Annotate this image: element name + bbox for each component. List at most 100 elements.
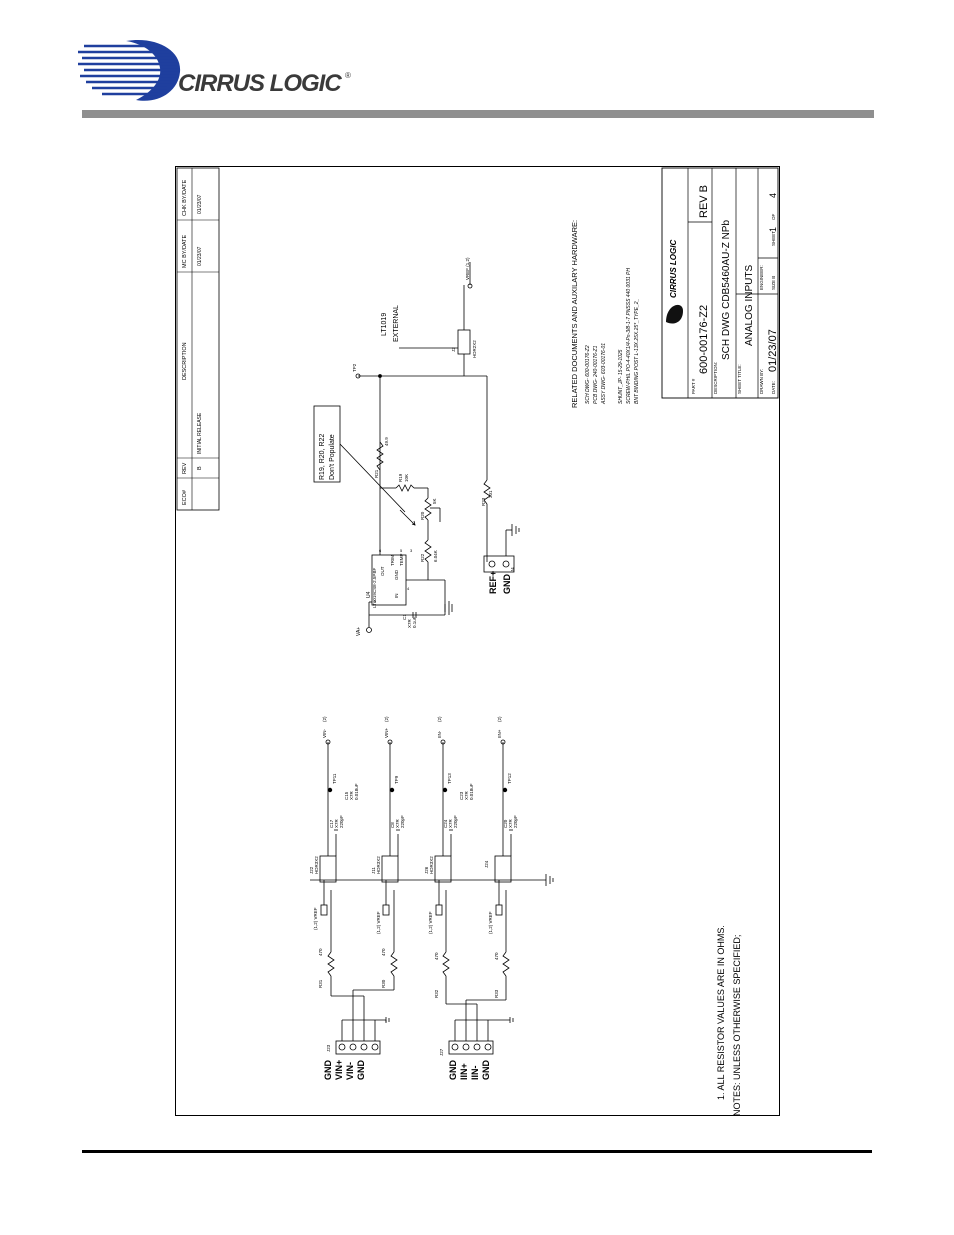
title-block-brand: CIRRUS LOGIC bbox=[669, 240, 678, 298]
vin-plus-ref: (2) bbox=[384, 716, 389, 722]
r30-label: R30 bbox=[381, 979, 386, 988]
logo-wordmark: CIRRUS LOGIC bbox=[178, 70, 342, 97]
c23-value: 0.018uF bbox=[469, 783, 474, 800]
j27-label-iinm: IIN- bbox=[470, 1065, 480, 1080]
sheet-title: ANALOG INPUTS bbox=[744, 265, 755, 346]
description-label: DESCRIPTION: bbox=[713, 362, 718, 394]
drawn-by-label: DRAWN BY: bbox=[759, 369, 764, 394]
c24-type: X7R bbox=[448, 818, 453, 828]
j27-connector bbox=[448, 1040, 494, 1055]
u4-pin-gnd: GND bbox=[394, 569, 399, 580]
tp9-label: TP9 bbox=[394, 775, 399, 784]
j27-label-gnd: GND bbox=[448, 1060, 458, 1081]
c24-label: C24 bbox=[443, 819, 448, 828]
r23-label: R23 bbox=[481, 497, 486, 506]
c23-label: C23 bbox=[459, 791, 464, 800]
j26-label: J26 bbox=[424, 866, 429, 874]
j22-header bbox=[319, 855, 337, 883]
j26-type: HDR3X2 bbox=[429, 856, 434, 874]
sheet-label: SHEET bbox=[771, 231, 776, 246]
voltage-reference-circuit bbox=[313, 262, 520, 633]
part-number: 600-00176-Z2 bbox=[698, 305, 710, 374]
j2-label: J2 bbox=[451, 347, 456, 352]
external-label: EXTERNAL bbox=[393, 305, 400, 342]
vin-plus-out: VIN+ bbox=[384, 727, 389, 738]
rev-chk-date: 01/23/07 bbox=[197, 194, 203, 214]
c15-value: 0.018uF bbox=[354, 783, 359, 800]
c8-value: 220pF bbox=[400, 815, 405, 828]
j11-type: HDR3X2 bbox=[376, 856, 381, 874]
j2-type: HDR2X2 bbox=[472, 340, 477, 358]
input-labels: GND VIN+ VIN- GND J23 GND IIN+ IIN- GND … bbox=[309, 716, 518, 1080]
j24-label: J24 bbox=[484, 860, 489, 868]
related-doc-line: SHUNT_JP- 15-29-1025 bbox=[618, 349, 624, 404]
va-terminal bbox=[366, 627, 372, 633]
j24-header bbox=[494, 855, 512, 883]
lt1019-label: LT1019 bbox=[381, 313, 388, 336]
related-doc-line: PCB DWG- 240-00176-Z1 bbox=[593, 345, 599, 404]
c17-label: C17 bbox=[329, 819, 334, 828]
tp2-point bbox=[355, 373, 361, 379]
j26-header bbox=[434, 855, 452, 883]
rev-header-chk: CHK BY/DATE bbox=[182, 179, 188, 216]
rev-value: B bbox=[197, 466, 203, 470]
tp2-label: TP2 bbox=[352, 363, 357, 372]
ref-plus-label: REF+ bbox=[488, 571, 498, 594]
iin-minus-out: IIN- bbox=[437, 730, 442, 738]
vref-label: (1,2) VREF bbox=[376, 911, 381, 934]
c17-type: X7R bbox=[334, 818, 339, 828]
vref-out-label: VREF (1,2) bbox=[465, 257, 470, 280]
c15-label: C15 bbox=[344, 791, 349, 800]
rev-description: INITIAL RELEASE bbox=[197, 412, 203, 454]
vref-label: (1,2) VREF bbox=[488, 911, 493, 934]
vref-label: (1,2) VREF bbox=[428, 911, 433, 934]
u4-pin6: 6 bbox=[379, 548, 382, 553]
j4-label: J4 bbox=[510, 567, 515, 572]
callout-line-2: Don't Populate bbox=[329, 434, 336, 480]
tp12-label: TP12 bbox=[507, 773, 512, 784]
c20-label: C20 bbox=[503, 819, 508, 828]
iin-plus-ref: (2) bbox=[497, 716, 502, 722]
j11-label: J11 bbox=[371, 867, 376, 874]
related-docs-heading: RELATED DOCUMENTS AND AUXILARY HARDWARE: bbox=[570, 220, 579, 408]
u4-pin-temp: TEMP bbox=[399, 553, 404, 566]
r33-value: 470 bbox=[494, 952, 499, 960]
tp11-label: TP11 bbox=[332, 773, 337, 784]
r22-value: 6.04K bbox=[433, 550, 438, 562]
r23-value: 301 bbox=[488, 490, 493, 498]
note-1: 1. ALL RESISTOR VALUES ARE IN OHMS. bbox=[716, 925, 726, 1100]
j27-label-iinp: IIN+ bbox=[459, 1063, 469, 1080]
u4-pin-in: IN bbox=[394, 594, 399, 599]
j22-label: J22 bbox=[309, 866, 314, 874]
j27-label-gnd2: GND bbox=[481, 1060, 491, 1081]
r30-value: 470 bbox=[381, 948, 386, 956]
rev-header-eco: ECO# bbox=[182, 489, 188, 505]
c8-type: X7R bbox=[395, 818, 400, 828]
u4-name: U4 bbox=[366, 591, 372, 598]
tp13-label: TP13 bbox=[447, 773, 452, 784]
va-label: VA+ bbox=[356, 627, 362, 636]
cirrus-logic-logo-icon bbox=[78, 39, 181, 101]
r19-label: R19 bbox=[398, 473, 403, 482]
j23-label-vinp: VIN+ bbox=[334, 1060, 344, 1080]
c1-label: C1 bbox=[402, 614, 407, 620]
u4-pin2: 2 bbox=[374, 599, 377, 604]
drawing-frame bbox=[175, 166, 780, 1116]
vin-minus-ref: (2) bbox=[322, 716, 327, 722]
title-block: CIRRUS LOGIC PART # 600-00176-Z2 REV B D… bbox=[661, 167, 779, 399]
j23-label-gnd2: GND bbox=[356, 1060, 366, 1081]
callout-line-1: R19, R20, R22 bbox=[319, 434, 326, 480]
related-doc-line: BNT BINDING POST L-13X.25X.25*_TYPE_2_ bbox=[634, 298, 640, 404]
j22-type: HDR3X2 bbox=[314, 856, 319, 874]
ref-gnd-label: GND bbox=[502, 574, 512, 595]
iin-minus-ref: (2) bbox=[437, 716, 442, 722]
related-documents: RELATED DOCUMENTS AND AUXILARY HARDWARE:… bbox=[570, 220, 640, 408]
notes-heading: NOTES: UNLESS OTHERWISE SPECIFIED; bbox=[732, 935, 742, 1116]
c20-type: X7R bbox=[508, 818, 513, 828]
r19-value: 10K bbox=[404, 474, 409, 482]
header-rule bbox=[82, 110, 874, 118]
date-value: 01/23/07 bbox=[767, 329, 779, 372]
rev-header-mc: MC BY/DATE bbox=[182, 234, 188, 268]
r32-label: R32 bbox=[434, 989, 439, 998]
